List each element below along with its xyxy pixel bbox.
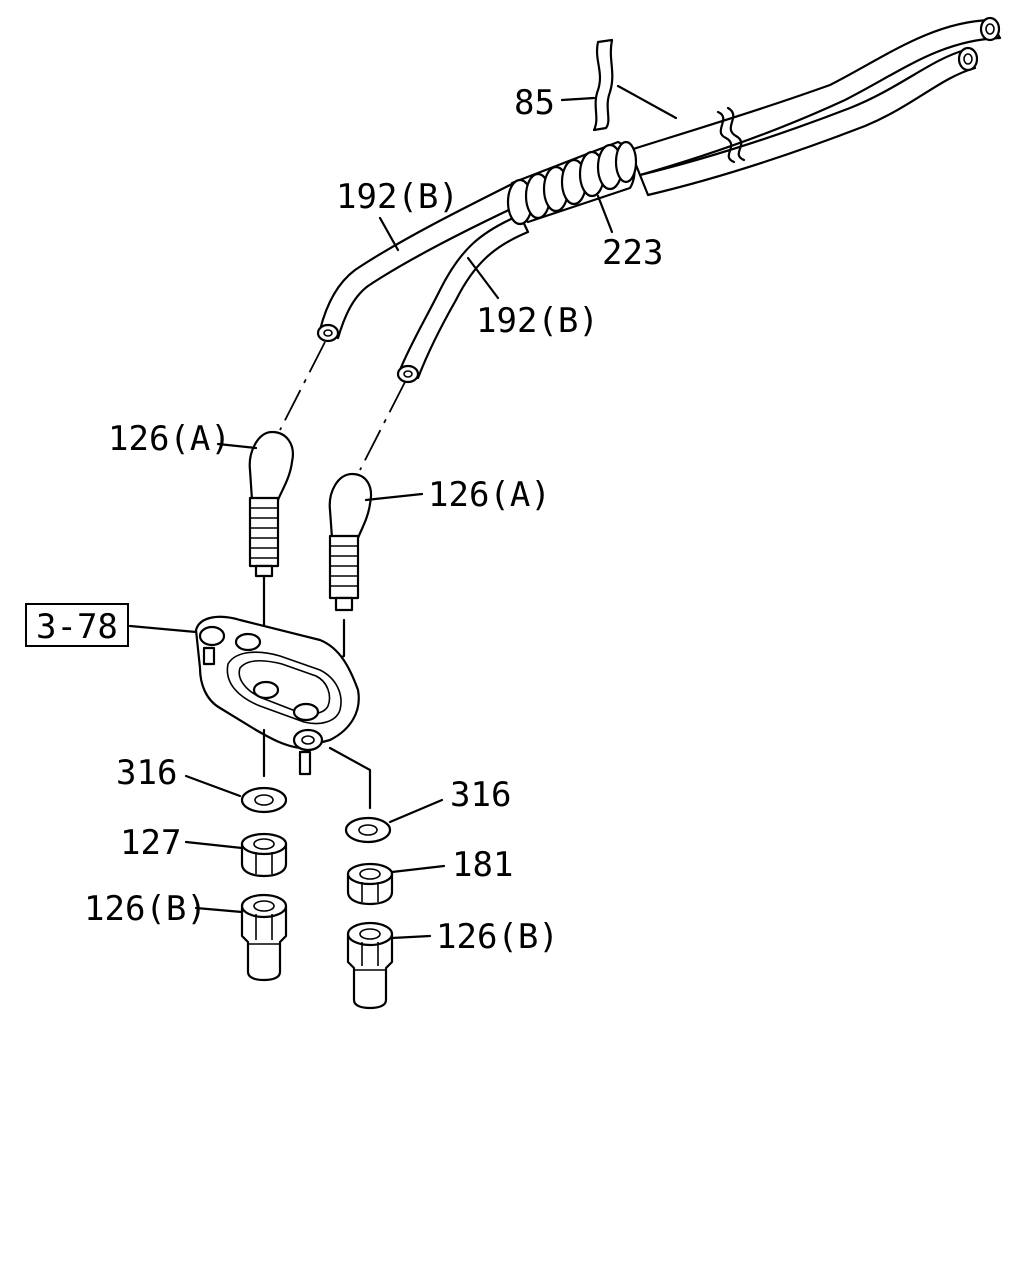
callout-181: 181 [452, 845, 513, 885]
callout-316-right: 316 [450, 775, 511, 815]
hose-bundle [316, 16, 1002, 384]
protector-sleeve-223 [506, 140, 638, 226]
washer-316-left [240, 786, 288, 814]
alignment-line-right [359, 381, 406, 471]
callout-126b-left: 126(B) [84, 889, 207, 929]
nut-181 [346, 862, 394, 906]
callout-192b-upper: 192(B) [336, 177, 459, 217]
callout-127: 127 [120, 823, 181, 863]
callout-85: 85 [514, 83, 555, 123]
plate-ref-box [25, 603, 129, 647]
nut-127 [240, 832, 288, 878]
mounting-plate [194, 615, 360, 776]
callout-223: 223 [602, 233, 663, 273]
connector-126a-right [328, 472, 373, 612]
clip-85 [592, 38, 678, 132]
callout-126b-right: 126(B) [436, 917, 559, 957]
washer-316-right [344, 816, 392, 844]
callout-126a-right: 126(A) [428, 475, 551, 515]
leader-lines [128, 96, 614, 940]
callout-192b-lower: 192(B) [476, 301, 599, 341]
connector-126b-right [346, 921, 394, 1010]
connector-126b-left [240, 893, 288, 982]
callout-126a-left: 126(A) [108, 419, 231, 459]
callout-3-78: 3-78 [36, 607, 118, 647]
connector-126a-left [248, 430, 294, 578]
alignment-line-left [279, 341, 326, 431]
callout-316-left: 316 [116, 753, 177, 793]
